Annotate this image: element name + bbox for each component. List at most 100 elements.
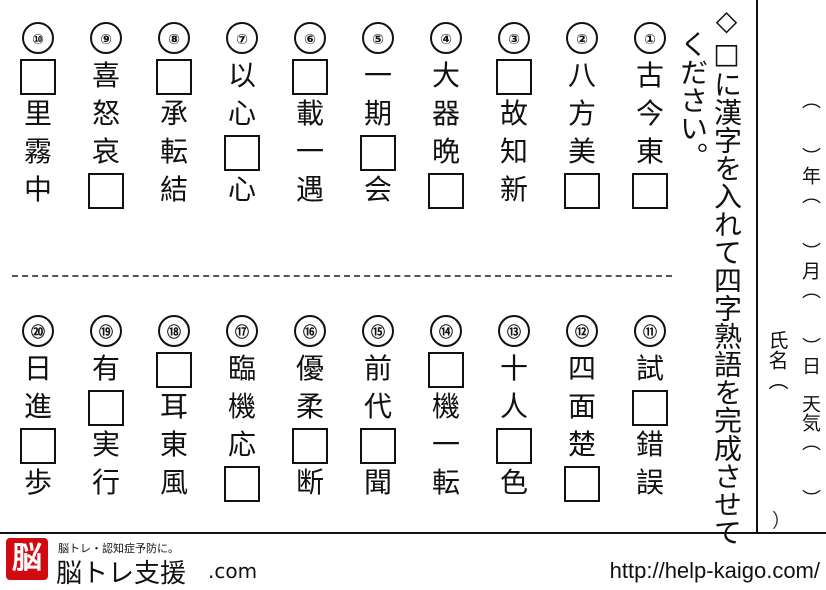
kanji-char: 機 [431,390,460,423]
answer-box[interactable] [88,173,124,209]
question-number: ⑳ [22,315,54,347]
kanji-char: 以 [227,59,256,92]
kanji-char: 十 [499,352,528,385]
question-number: ⑲ [90,315,122,347]
instruction-line-2: ください。 [676,30,709,170]
kanji-char: 応 [227,428,256,461]
question-number: ⑰ [226,315,258,347]
question-15: ⑮ 前代聞 [358,315,398,503]
question-number: ⑮ [362,315,394,347]
kanji-char: 承 [159,97,188,130]
question-number: ⑫ [566,315,598,347]
kanji-char: 霧 [23,135,52,168]
kanji-char: 方 [567,97,596,130]
kanji-char: 日 [23,352,52,385]
kanji-char: 代 [363,390,392,423]
answer-box[interactable] [428,352,464,388]
kanji-char: 中 [23,173,52,206]
question-number: ⑥ [294,22,326,54]
kanji-char: 試 [635,352,664,385]
kanji-char: 美 [567,135,596,168]
question-number: ③ [498,22,530,54]
kanji-char: 東 [635,135,664,168]
answer-box[interactable] [224,135,260,171]
kanji-char: 四 [567,352,596,385]
kanji-char: 聞 [363,466,392,499]
answer-box[interactable] [360,135,396,171]
answer-box[interactable] [292,428,328,464]
kanji-char: 遇 [295,173,324,206]
kanji-char: 今 [635,97,664,130]
name-label: 氏名（ [765,330,789,390]
answer-box[interactable] [564,173,600,209]
kanji-char: 優 [295,352,324,385]
kanji-char: 期 [363,97,392,130]
answer-box[interactable] [496,428,532,464]
answer-box[interactable] [428,173,464,209]
kanji-char: 面 [567,390,596,423]
kanji-char: 新 [499,173,528,206]
question-number: ⑪ [634,315,666,347]
kanji-char: 晩 [431,135,460,168]
kanji-char: 転 [431,466,460,499]
kanji-char: 有 [91,352,120,385]
footer-divider-line [0,532,826,534]
kanji-char: 前 [363,352,392,385]
kanji-char: 臨 [227,352,256,385]
answer-box[interactable] [156,352,192,388]
question-number: ⑯ [294,315,326,347]
answer-box[interactable] [564,466,600,502]
question-number: ⑱ [158,315,190,347]
answer-box[interactable] [224,466,260,502]
answer-box[interactable] [496,59,532,95]
site-url[interactable]: http://help-kaigo.com/ [609,558,820,583]
kanji-char: 人 [499,390,528,423]
kanji-char: 耳 [159,390,188,423]
kanji-char: 喜 [91,59,120,92]
kanji-char: 会 [363,173,392,206]
answer-box[interactable] [156,59,192,95]
kanji-char: 心 [227,97,256,130]
date-weather-line: （ ）年（ ）月（ ）日 天気（ ） [799,90,821,508]
site-tagline: 脳トレ・認知症予防に。 [58,542,179,555]
answer-box[interactable] [360,428,396,464]
site-logo: 脳 [6,538,48,580]
site-name: 脳トレ支援 [56,559,187,589]
kanji-char: 器 [431,97,460,130]
kanji-char: 心 [227,173,256,206]
kanji-char: 哀 [91,135,120,168]
question-number: ④ [430,22,462,54]
kanji-char: 風 [159,466,188,499]
answer-box[interactable] [292,59,328,95]
question-14: ⑭ 機一転 [426,315,466,503]
answer-box[interactable] [20,428,56,464]
kanji-char: 転 [159,135,188,168]
kanji-char: 楚 [567,428,596,461]
answer-box[interactable] [20,59,56,95]
kanji-char: 一 [431,428,460,461]
answer-box[interactable] [632,173,668,209]
answer-box[interactable] [632,390,668,426]
site-name-suffix: .com [208,559,258,583]
kanji-char: 載 [295,97,324,130]
kanji-char: 一 [295,135,324,168]
kanji-char: 知 [499,135,528,168]
kanji-char: 歩 [23,466,52,499]
question-number: ⑭ [430,315,462,347]
kanji-char: 機 [227,390,256,423]
answer-box[interactable] [88,390,124,426]
kanji-char: 色 [499,466,528,499]
kanji-char: 錯 [635,428,664,461]
question-number: ① [634,22,666,54]
instruction-line-1: ◇□に漢字を入れて四字熟語を完成させて [710,4,743,546]
